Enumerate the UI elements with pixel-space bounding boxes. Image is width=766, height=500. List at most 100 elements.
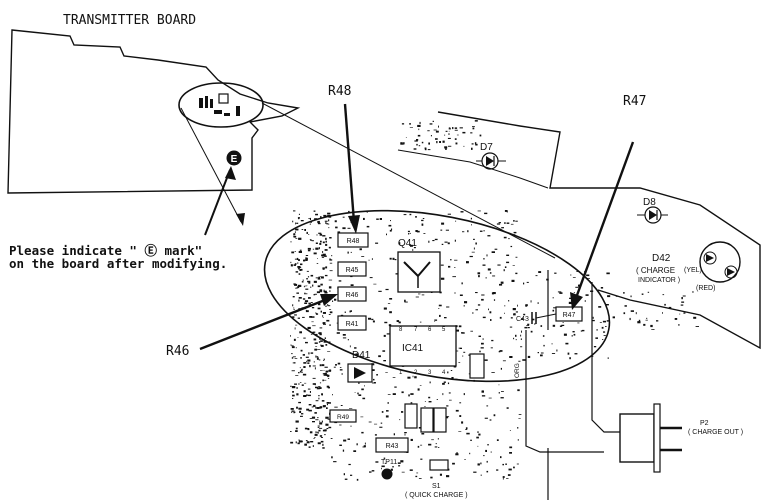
speckle (319, 233, 323, 236)
speckle (294, 383, 297, 385)
speckle (313, 404, 316, 407)
speckle (290, 441, 294, 444)
speckle (480, 462, 482, 465)
speckle (504, 222, 506, 224)
speckle (392, 393, 396, 395)
speckle (438, 304, 442, 307)
speckle (374, 423, 378, 425)
speckle (479, 134, 482, 137)
speckle (298, 251, 302, 253)
speckle (449, 399, 452, 401)
speckle (629, 317, 631, 321)
speckle (315, 247, 319, 250)
speckle (409, 127, 413, 128)
speckle (398, 242, 401, 245)
speckle (484, 212, 488, 215)
speckle (327, 375, 329, 378)
speckle (679, 313, 681, 315)
speckle (309, 239, 311, 240)
speckle (313, 338, 317, 341)
speckle (295, 287, 297, 289)
speckle (530, 330, 533, 333)
speckle (444, 317, 447, 319)
speckle (513, 337, 515, 340)
speckle (315, 346, 318, 347)
speckle (350, 251, 352, 253)
speckle (455, 453, 459, 456)
speckle (305, 341, 308, 344)
speckle (329, 237, 332, 239)
speckle (308, 302, 311, 305)
part-c43: C43 (516, 316, 529, 323)
speckle (295, 375, 299, 376)
speckle (664, 303, 666, 306)
speckle (525, 305, 527, 307)
speckle (319, 425, 320, 427)
speckle (298, 259, 300, 261)
speckle (473, 238, 475, 240)
speckle (440, 229, 443, 231)
speckle (446, 475, 450, 478)
speckle (326, 223, 329, 225)
speckle (293, 264, 296, 266)
speckle (303, 337, 306, 339)
speckle (607, 357, 609, 359)
speckle (295, 430, 298, 432)
speckle (586, 278, 590, 279)
svg-text:7: 7 (414, 327, 418, 333)
speckle (382, 350, 386, 352)
speckle (383, 360, 386, 362)
speckle (334, 298, 337, 301)
speckle (308, 218, 311, 219)
speckle (447, 382, 450, 385)
speckle (317, 222, 321, 225)
speckle (332, 300, 334, 302)
speckle (376, 374, 378, 376)
speckle (327, 304, 329, 306)
speckle (641, 293, 644, 295)
svg-text:1: 1 (399, 370, 403, 376)
speckle (324, 292, 328, 294)
speckle (373, 283, 377, 285)
speckle (413, 247, 416, 249)
speckle (319, 332, 322, 334)
part-ic41: IC41 (402, 343, 424, 354)
speckle (305, 259, 308, 261)
speckle (348, 463, 351, 466)
callout-r47: R47 (570, 94, 646, 310)
speckle (292, 398, 294, 399)
speckle (305, 310, 309, 313)
speckle (429, 123, 433, 125)
speckle (323, 289, 325, 291)
speckle (512, 265, 515, 266)
speckle (290, 261, 292, 264)
speckle (428, 443, 432, 446)
speckle (379, 218, 382, 220)
speckle (491, 372, 495, 373)
speckle (392, 377, 396, 378)
speckle (428, 396, 431, 399)
speckle (508, 238, 510, 240)
speckle (328, 227, 330, 229)
svg-text:D8: D8 (643, 197, 656, 208)
speckle (410, 402, 413, 404)
speckle (389, 257, 392, 260)
speckle (297, 442, 300, 445)
speckle (515, 311, 518, 313)
speckle (537, 352, 539, 354)
speckle (307, 247, 311, 250)
speckle (354, 392, 356, 393)
speckle (335, 226, 338, 229)
speckle (444, 241, 448, 243)
speckle (451, 377, 454, 379)
speckle (662, 312, 663, 314)
speckle (350, 425, 352, 427)
speckle (306, 270, 309, 272)
speckle (532, 318, 535, 321)
speckle (291, 386, 296, 389)
speckle (561, 324, 565, 326)
speckle (390, 220, 391, 222)
speckle (315, 355, 317, 358)
speckle (565, 342, 569, 345)
part-r41: R41 (346, 321, 359, 328)
